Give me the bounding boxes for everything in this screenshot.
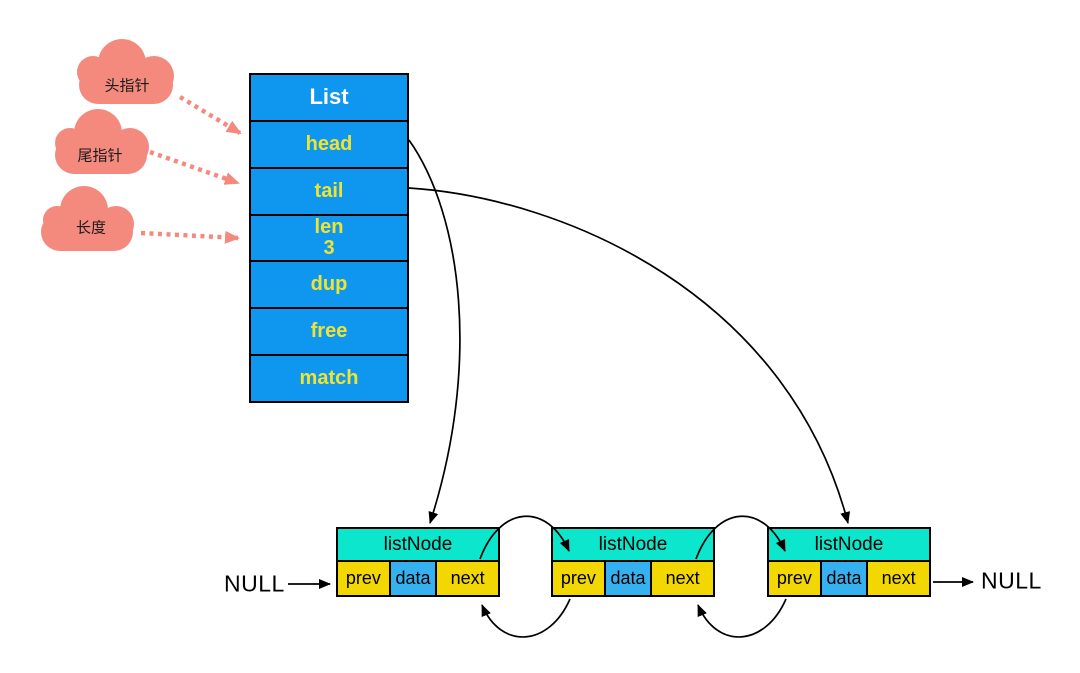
list-field-dup: dup — [251, 262, 407, 310]
list-field-match-label: match — [299, 367, 359, 390]
cloud-label-head-pointer: 头指针 — [104, 77, 150, 95]
list-node-1-next-cell: next — [437, 562, 498, 595]
list-field-tail-label: tail — [314, 179, 344, 202]
list-node-1-title-text: listNode — [383, 533, 453, 555]
list-field-free: free — [251, 309, 407, 357]
list-node-2-title: listNode — [553, 529, 713, 562]
list-struct-box: List head tail len 3 dup free match — [249, 73, 409, 403]
list-struct-title: List — [251, 75, 407, 122]
list-node-3-title-text: listNode — [814, 533, 884, 555]
list-node-1-prev-cell: prev — [338, 562, 391, 595]
list-field-head-label: head — [305, 132, 353, 155]
list-field-dup-label: dup — [310, 273, 348, 296]
list-node-3-prev-label: prev — [776, 568, 812, 588]
list-field-free-label: free — [310, 320, 348, 343]
list-node-3-next-label: next — [881, 568, 916, 588]
list-title-text: List — [309, 84, 349, 110]
list-node-2-data-cell: data — [605, 562, 653, 595]
list-node-3-next-cell: next — [868, 562, 929, 595]
list-node-2-next-cell: next — [652, 562, 713, 595]
list-node-2-prev-cell: prev — [553, 562, 606, 595]
list-field-match: match — [251, 356, 407, 401]
list-node-2: listNode prev data next — [551, 527, 715, 597]
list-node-3: listNode prev data next — [767, 527, 931, 597]
list-node-3-data-label: data — [826, 568, 862, 588]
list-node-1-data-label: data — [395, 568, 431, 588]
cloud-label-tail-pointer: 尾指针 — [77, 147, 123, 165]
list-node-1-data-cell: data — [390, 562, 438, 595]
list-node-1-prev-label: prev — [345, 568, 381, 588]
list-field-len-label: len — [314, 216, 344, 238]
list-node-2-next-label: next — [665, 568, 700, 588]
list-node-2-prev-label: prev — [560, 568, 596, 588]
list-node-2-title-text: listNode — [598, 533, 668, 555]
list-field-len: len 3 — [251, 216, 407, 263]
list-node-2-data-label: data — [610, 568, 646, 588]
list-node-3-prev-cell: prev — [769, 562, 822, 595]
cloud-label-length: 长度 — [75, 219, 107, 237]
list-field-len-value: 3 — [323, 237, 335, 259]
list-node-1-next-label: next — [450, 568, 485, 588]
null-label-left: NULL — [224, 570, 285, 597]
list-node-3-data-cell: data — [821, 562, 869, 595]
list-node-3-title: listNode — [769, 529, 929, 562]
list-node-1: listNode prev data next — [336, 527, 500, 597]
list-field-head: head — [251, 122, 407, 169]
list-field-tail: tail — [251, 169, 407, 216]
list-node-1-title: listNode — [338, 529, 498, 562]
null-label-right: NULL — [981, 567, 1042, 594]
